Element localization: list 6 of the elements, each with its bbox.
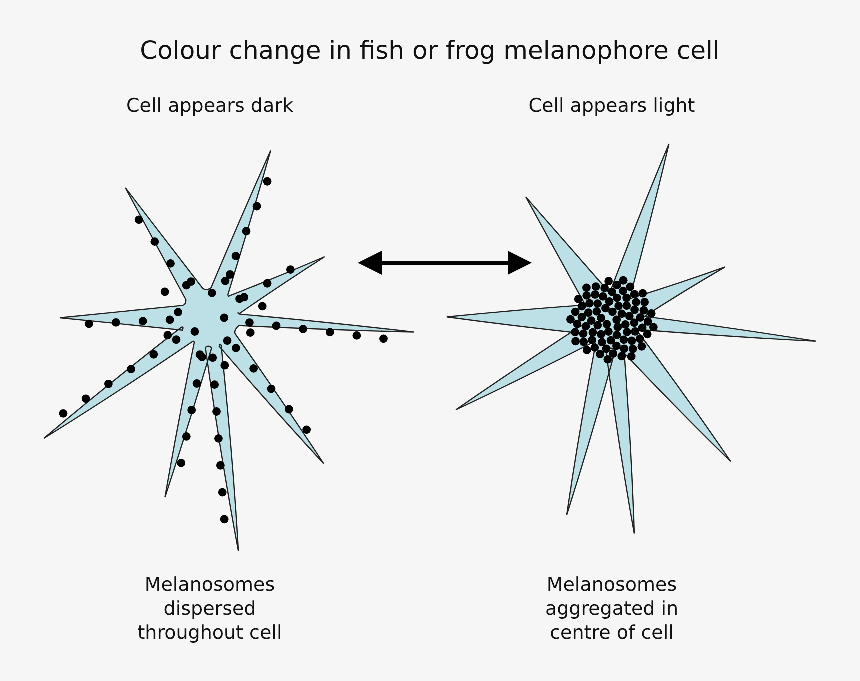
diagram-title: Colour change in fish or frog melanophore cell xyxy=(139,36,721,65)
cell-caption: Melanosomes aggregated in centre of cell xyxy=(544,573,680,645)
cell-heading: Cell appears dark xyxy=(126,95,294,117)
cell-caption: Melanosomes dispersed throughout cell xyxy=(136,573,284,645)
cell-heading: Cell appears light xyxy=(528,95,696,117)
double-arrow xyxy=(358,251,532,275)
